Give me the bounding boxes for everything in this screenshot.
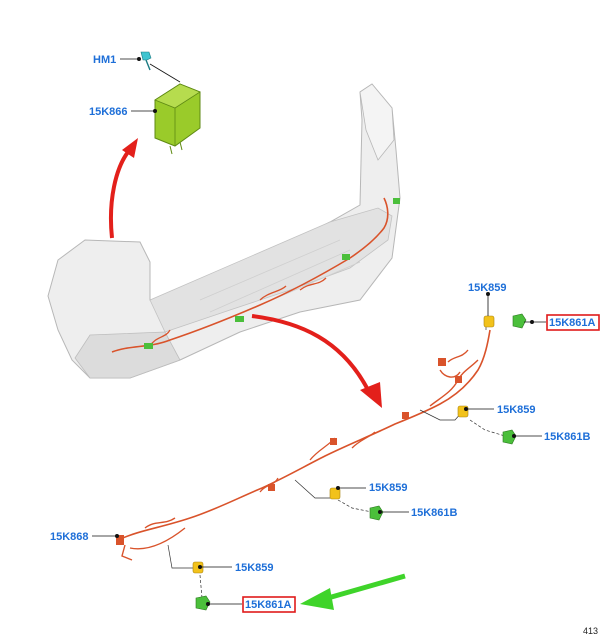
label-hm1: HM1 bbox=[93, 54, 116, 66]
rear-bumper-cover bbox=[47, 83, 401, 379]
label-connector-top-right: 15K861A bbox=[549, 317, 596, 329]
label-harness: 15K868 bbox=[50, 531, 89, 543]
callout-sensor-right: 15K859 bbox=[464, 404, 536, 416]
callout-hm1: HM1 bbox=[93, 54, 181, 83]
label-connector-bottom-left: 15K861A bbox=[245, 599, 292, 611]
page-number: 413 bbox=[583, 626, 598, 636]
hm1-fastener-image bbox=[140, 51, 152, 71]
parking-aid-module-image bbox=[154, 83, 201, 155]
bumper-wiring-harness bbox=[116, 329, 491, 561]
label-sensor-middle: 15K859 bbox=[369, 482, 408, 494]
label-sensor-right: 15K859 bbox=[497, 404, 536, 416]
callout-connector-top-right: 15K861A bbox=[524, 314, 600, 331]
callout-module: 15K866 bbox=[89, 106, 157, 118]
callout-sensor-middle: 15K859 bbox=[336, 482, 408, 494]
highlight-box-top bbox=[546, 314, 600, 331]
callout-connector-right: 15K861B bbox=[512, 431, 591, 443]
sensor-bracket-images bbox=[195, 313, 527, 611]
callout-connector-middle: 15K861B bbox=[378, 507, 458, 519]
label-connector-right: 15K861B bbox=[544, 431, 591, 443]
label-sensor-top-right: 15K859 bbox=[468, 282, 507, 294]
label-sensor-bottom-left: 15K859 bbox=[235, 562, 274, 574]
callout-sensor-top-right: 15K859 bbox=[468, 282, 507, 316]
callout-harness: 15K868 bbox=[50, 531, 119, 543]
label-connector-middle: 15K861B bbox=[411, 507, 458, 519]
green-arrow-indicator bbox=[300, 573, 406, 610]
highlight-box-bottom bbox=[242, 596, 296, 613]
callout-sensor-bottom-left: 15K859 bbox=[198, 562, 274, 574]
red-arrow-to-module bbox=[108, 138, 138, 239]
red-arrow-to-harness bbox=[251, 314, 382, 408]
sensor-branch-lines bbox=[167, 317, 506, 599]
label-module: 15K866 bbox=[89, 106, 128, 118]
callout-connector-bottom-left: 15K861A bbox=[206, 596, 296, 613]
